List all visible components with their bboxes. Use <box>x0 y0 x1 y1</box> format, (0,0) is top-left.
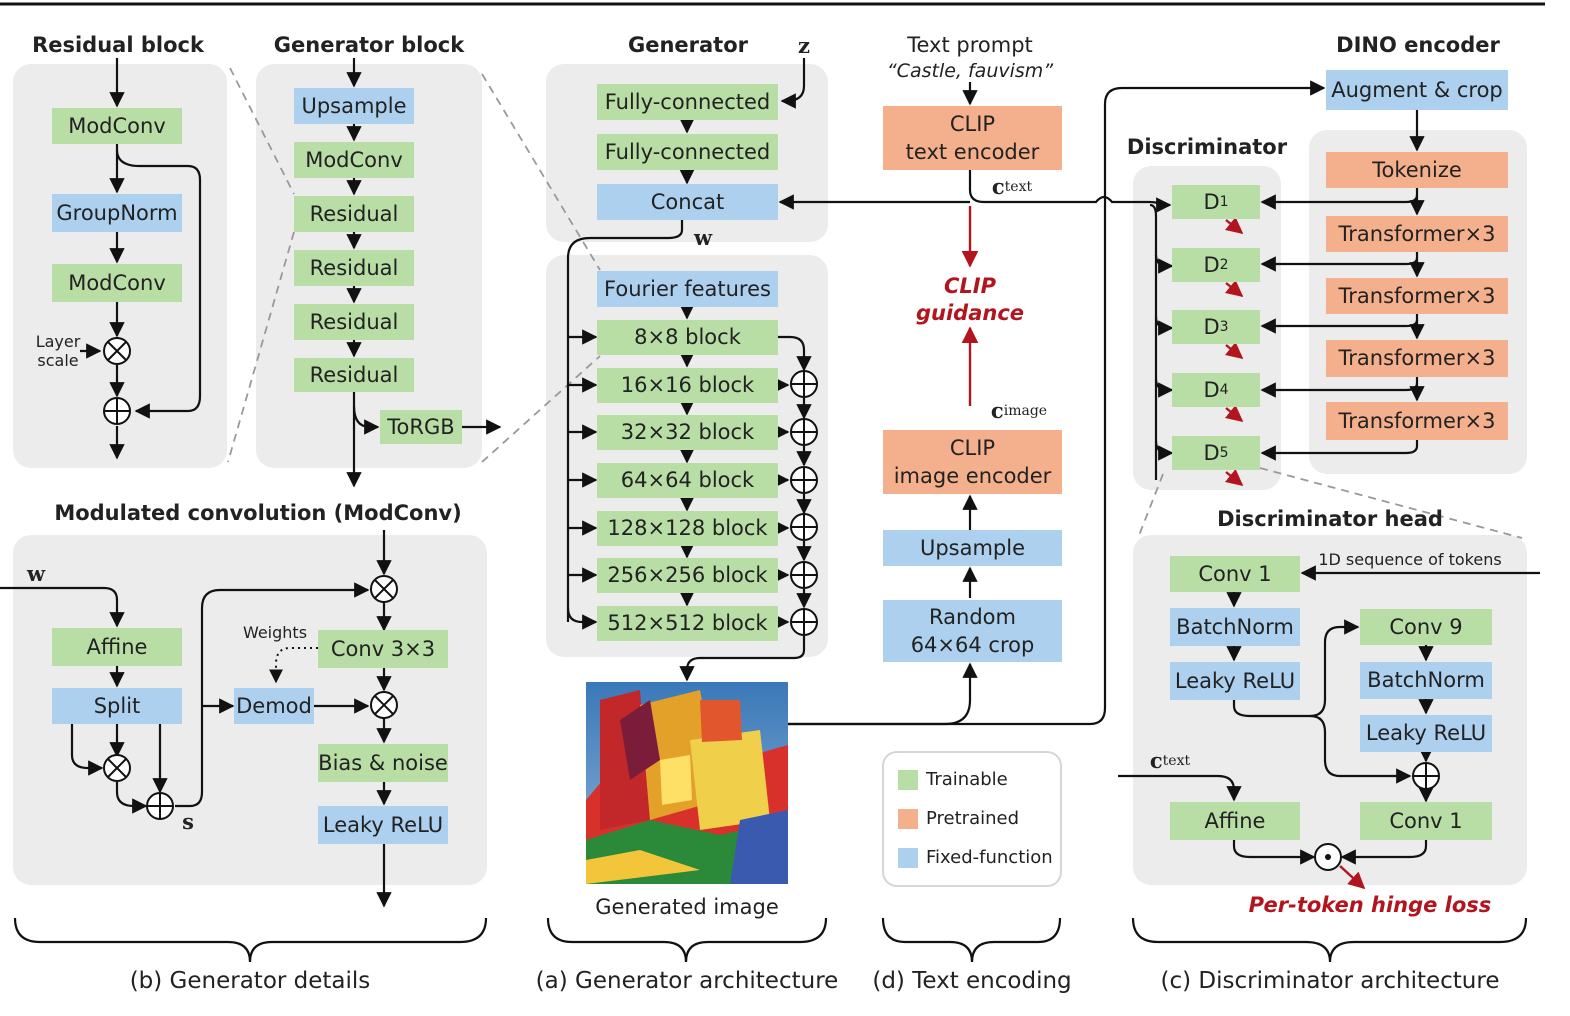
hinge-loss-label: Per-token hinge loss <box>1248 893 1492 918</box>
residual-block-title: Residual block <box>32 33 204 58</box>
fully-connected-2: Fully-connected <box>597 134 778 170</box>
generator-title: Generator <box>627 33 749 58</box>
text-prompt-title: Text prompt <box>907 33 1033 58</box>
head-conv1: Conv 1 <box>1170 556 1300 592</box>
layer-scale-label: Layer scale <box>35 331 81 370</box>
block-16: 16×16 block <box>597 368 778 403</box>
block-128: 128×128 block <box>597 511 778 546</box>
text-prompt-value: “Castle, fauvism” <box>886 59 1054 82</box>
gen-block-residual-2: Residual <box>294 250 414 286</box>
legend-panel <box>882 751 1062 887</box>
legend-pretrained-label: Pretrained <box>926 808 1020 830</box>
concat-box: Concat <box>597 184 778 220</box>
head-affine: Affine <box>1170 802 1300 840</box>
head-leaky-relu-2: Leaky ReLU <box>1360 715 1492 752</box>
block-512: 512×512 block <box>597 606 778 641</box>
clip-guidance-label: CLIP guidance <box>915 273 1025 325</box>
z-label: z <box>798 33 810 59</box>
conv3x3-box: Conv 3×3 <box>318 630 448 668</box>
gen-block-upsample: Upsample <box>294 88 414 124</box>
generated-image <box>586 682 788 884</box>
s-label: s <box>182 809 194 835</box>
transformer-4: Transformer×3 <box>1326 402 1508 440</box>
weights-label: Weights <box>242 622 308 642</box>
discriminator-title: Discriminator <box>1126 135 1288 160</box>
w-label: w <box>693 225 713 251</box>
dino-title: DINO encoder <box>1336 33 1500 58</box>
transformer-3: Transformer×3 <box>1326 340 1508 377</box>
fourier-features: Fourier features <box>597 271 778 307</box>
gen-block-residual-1: Residual <box>294 196 414 232</box>
legend-fixed-label: Fixed-function <box>926 847 1053 869</box>
augment-crop-box: Augment & crop <box>1326 70 1508 110</box>
block-64: 64×64 block <box>597 463 778 498</box>
gen-block-residual-3: Residual <box>294 304 414 340</box>
disc-head-title: Discriminator head <box>1217 507 1443 532</box>
head-batchnorm: BatchNorm <box>1170 608 1300 646</box>
dot-product-glyph <box>1325 854 1331 860</box>
braces <box>13 917 1528 963</box>
operator-glyphs <box>105 341 1438 818</box>
tokenize-box: Tokenize <box>1326 152 1508 188</box>
head-leaky-relu: Leaky ReLU <box>1170 662 1300 700</box>
head-conv1-b: Conv 1 <box>1360 802 1492 840</box>
block-8: 8×8 block <box>597 320 778 355</box>
clip-text-encoder: CLIP text encoder <box>883 106 1062 170</box>
caption-c: (c) Discriminator architecture <box>1160 968 1500 995</box>
random-crop-box: Random 64×64 crop <box>883 600 1062 662</box>
residual-modconv-1: ModConv <box>52 108 182 144</box>
generator-block-title: Generator block <box>273 33 465 58</box>
caption-b: (b) Generator details <box>129 968 371 995</box>
bias-noise-box: Bias & noise <box>318 744 448 782</box>
gen-block-modconv: ModConv <box>294 142 414 178</box>
modconv-affine: Affine <box>52 628 182 666</box>
fully-connected-1: Fully-connected <box>597 84 778 120</box>
gen-block-residual-4: Residual <box>294 358 414 392</box>
block-256: 256×256 block <box>597 558 778 593</box>
token-sequence-label: 1D sequence of tokens <box>1318 549 1502 569</box>
residual-modconv-2: ModConv <box>52 264 182 302</box>
clip-image-encoder: CLIP image encoder <box>883 430 1062 494</box>
head-batchnorm-2: BatchNorm <box>1360 662 1492 699</box>
legend-trainable-label: Trainable <box>926 769 1008 791</box>
modconv-split: Split <box>52 688 182 724</box>
caption-d: (d) Text encoding <box>872 968 1072 995</box>
modconv-leaky-relu: Leaky ReLU <box>318 806 448 844</box>
block-32: 32×32 block <box>597 415 778 450</box>
text-enc-upsample: Upsample <box>883 530 1062 566</box>
generated-image-caption: Generated image <box>595 895 779 920</box>
residual-groupnorm: GroupNorm <box>52 194 182 232</box>
transformer-1: Transformer×3 <box>1326 216 1508 252</box>
caption-a: (a) Generator architecture <box>535 968 839 995</box>
modconv-title: Modulated convolution (ModConv) <box>54 501 462 526</box>
head-conv9: Conv 9 <box>1360 609 1492 645</box>
gen-block-torgb: ToRGB <box>380 410 462 444</box>
legend-fixed-swatch <box>898 848 918 868</box>
demod-box: Demod <box>234 688 314 724</box>
legend-trainable-swatch <box>898 770 918 790</box>
zoom-lines <box>227 67 1523 539</box>
modconv-w-label: w <box>26 561 46 587</box>
transformer-2: Transformer×3 <box>1326 278 1508 314</box>
legend-pretrained-swatch <box>898 809 918 829</box>
